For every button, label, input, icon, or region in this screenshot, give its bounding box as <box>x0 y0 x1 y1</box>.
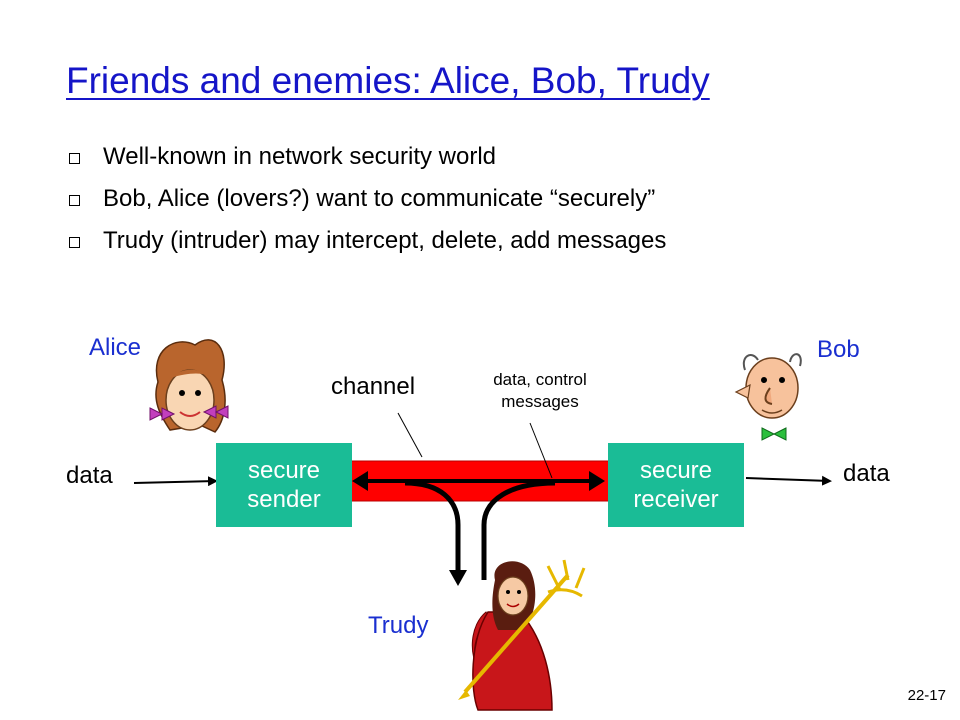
data-out-label: data <box>843 460 890 487</box>
data-in-label: data <box>66 462 113 489</box>
slide-title: Friends and enemies: Alice, Bob, Trudy <box>66 60 710 101</box>
bullet-item: Well-known in network security world <box>66 139 666 181</box>
bullet-square-icon <box>69 195 80 206</box>
receiver-line1: secure <box>639 457 713 484</box>
control-messages-label: data, control messages <box>460 369 620 413</box>
trudy-devil-cartoon-icon <box>458 559 586 711</box>
bullet-text: Bob, Alice (lovers?) want to communicate… <box>103 185 656 212</box>
intercept-arrows <box>404 480 556 586</box>
right-arrowhead-icon <box>589 471 605 491</box>
alice-cartoon-icon <box>149 339 229 433</box>
bullet-text: Well-known in network security world <box>103 143 497 170</box>
control-label-line1: data, control <box>493 370 587 389</box>
data-out-arrow <box>745 475 832 486</box>
bullet-item: Trudy (intruder) may intercept, delete, … <box>66 223 666 265</box>
sender-line1: secure <box>247 457 321 484</box>
bob-label: Bob <box>817 336 860 363</box>
bob-cartoon-icon <box>734 353 802 441</box>
receiver-line2: receiver <box>633 486 719 513</box>
bullet-list: Well-known in network security world Bob… <box>66 139 666 265</box>
control-label-line2: messages <box>501 392 579 411</box>
left-arrowhead-icon <box>352 471 368 491</box>
sender-line2: sender <box>247 486 321 513</box>
bullet-square-icon <box>69 153 80 164</box>
data-in-arrow <box>133 476 218 487</box>
alice-label: Alice <box>89 334 142 361</box>
trudy-label: Trudy <box>368 612 429 639</box>
slide-number: 22-17 <box>907 687 946 704</box>
bullet-item: Bob, Alice (lovers?) want to communicate… <box>66 181 666 223</box>
control-pointer-line <box>529 422 553 479</box>
channel-label: channel <box>331 373 416 400</box>
bullet-square-icon <box>69 237 80 248</box>
bullet-text: Trudy (intruder) may intercept, delete, … <box>103 227 667 254</box>
channel-pointer-line <box>397 412 423 458</box>
